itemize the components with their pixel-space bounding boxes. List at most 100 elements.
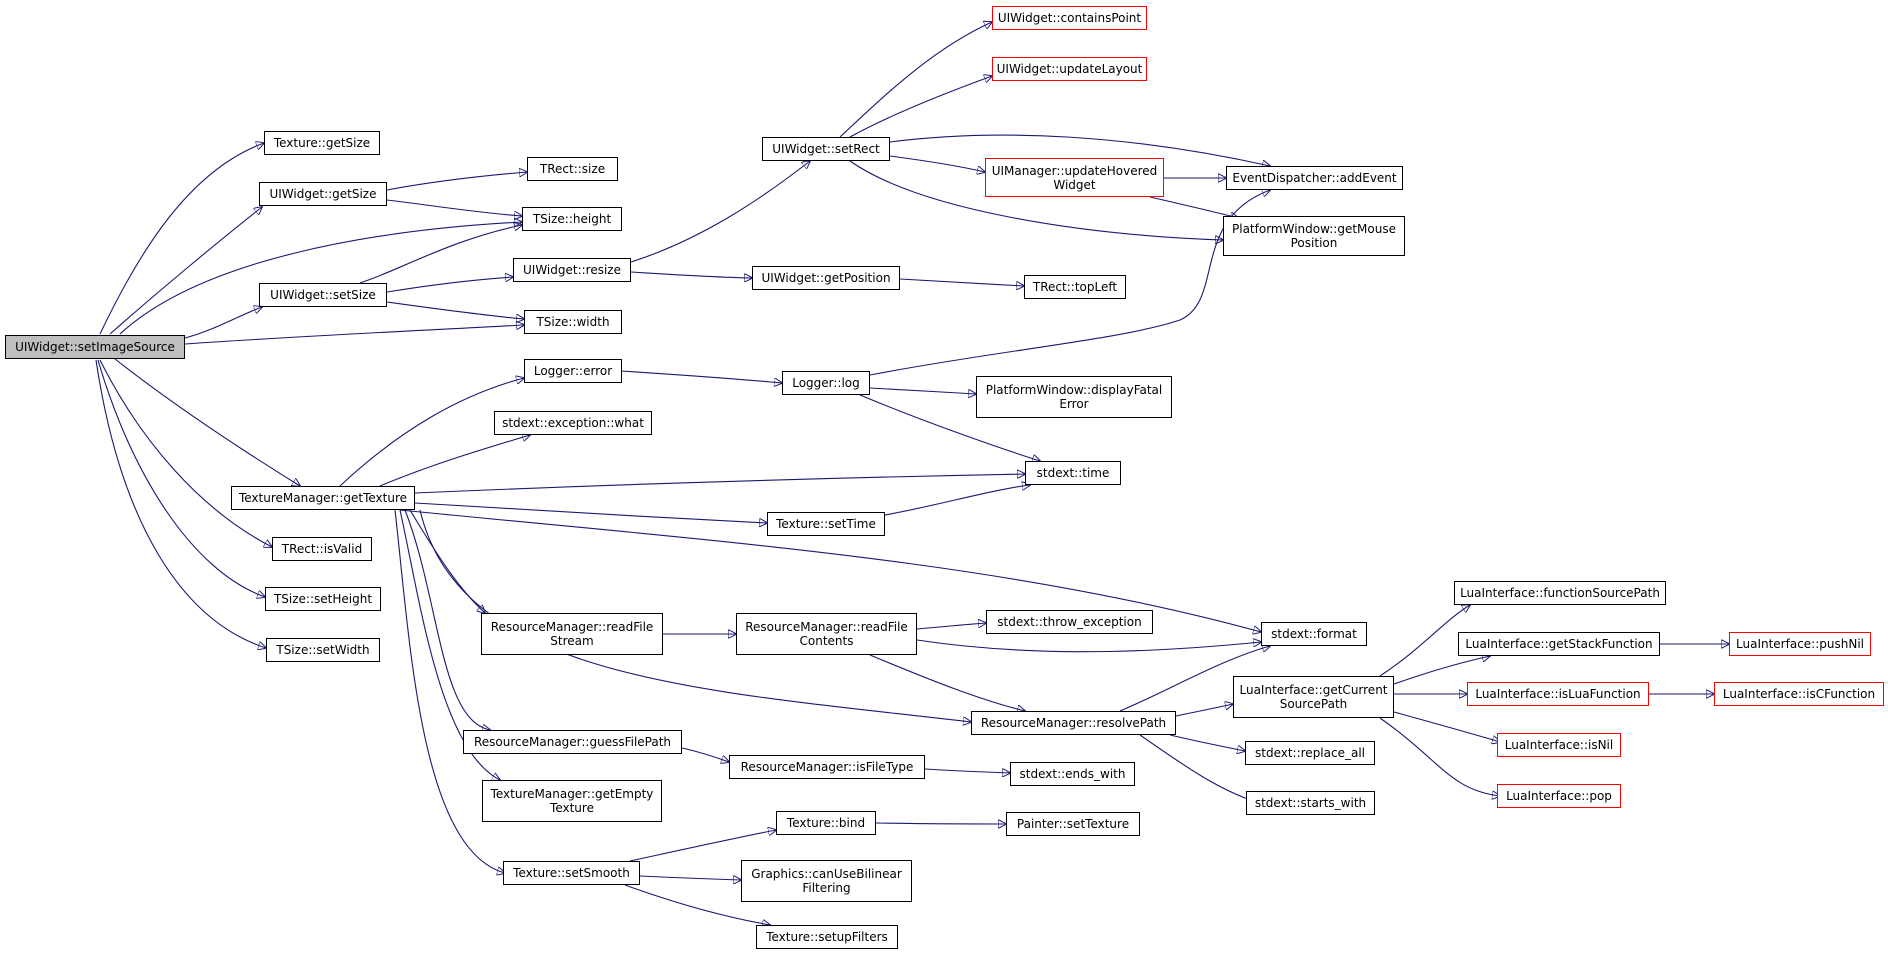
- node-setImageSource: UIWidget::setImageSource: [5, 335, 185, 359]
- node-setRect[interactable]: UIWidget::setRect: [762, 137, 890, 161]
- node-readFileStream[interactable]: ResourceManager::readFile Stream: [481, 613, 663, 655]
- node-textureBind[interactable]: Texture::bind: [776, 811, 876, 835]
- node-endsWith[interactable]: stdext::ends_with: [1010, 762, 1135, 786]
- edge-widgetSetSize-tsizeWidth: [386, 301, 524, 319]
- edge-getTexture-stdextTime: [414, 474, 1025, 494]
- node-getMousePosition[interactable]: PlatformWindow::getMouse Position: [1223, 216, 1405, 256]
- edge-getTexture-exceptionWhat: [379, 435, 530, 487]
- node-replaceAll[interactable]: stdext::replace_all: [1245, 741, 1375, 765]
- edge-resolvePath-startsWith: [1139, 734, 1256, 802]
- edge-getCurrentSourcePath-isNil: [1393, 711, 1500, 742]
- edge-loggerLog-addEvent: [869, 190, 1270, 376]
- edge-textureBind-setTexture: [875, 823, 1006, 824]
- node-updateHovered[interactable]: UIManager::updateHovered Widget: [985, 158, 1164, 197]
- node-startsWith[interactable]: stdext::starts_with: [1246, 791, 1375, 815]
- node-isLuaFunction[interactable]: LuaInterface::isLuaFunction: [1467, 682, 1649, 706]
- edge-getTexture-textureSetTime: [414, 502, 767, 523]
- node-exceptionWhat[interactable]: stdext::exception::what: [494, 411, 652, 435]
- edge-loggerError-loggerLog: [621, 370, 782, 383]
- edge-widgetResize-getPosition: [630, 271, 752, 278]
- node-tsizeHeight[interactable]: TSize::height: [522, 207, 622, 231]
- node-tsizeSetHeight[interactable]: TSize::setHeight: [265, 587, 381, 611]
- edge-setSmooth-canUseBilinear: [639, 876, 741, 880]
- node-isFileType[interactable]: ResourceManager::isFileType: [729, 755, 925, 779]
- edge-setImageSource-widgetSetSize: [184, 307, 262, 339]
- edge-widgetSetSize-tsizeHeight: [359, 225, 522, 284]
- edge-setImageSource-getTexture: [114, 358, 300, 486]
- edge-isFileType-endsWith: [924, 769, 1010, 773]
- edge-setSmooth-setupFilters: [624, 884, 770, 925]
- node-containsPoint[interactable]: UIWidget::containsPoint: [992, 6, 1147, 30]
- edge-setImageSource-tsizeHeight: [119, 222, 522, 335]
- edge-setImageSource-widgetGetSize: [109, 207, 262, 335]
- edge-getTexture-loggerError: [339, 378, 524, 487]
- edge-widgetGetSize-trectSize: [386, 172, 527, 191]
- node-getStackFunction[interactable]: LuaInterface::getStackFunction: [1458, 632, 1660, 656]
- edge-setImageSource-tsizeWidth: [184, 325, 524, 345]
- edge-getTexture-stdextFormat: [399, 509, 1261, 632]
- node-stdextTime[interactable]: stdext::time: [1025, 461, 1121, 485]
- node-getEmptyTexture[interactable]: TextureManager::getEmpty Texture: [482, 780, 662, 822]
- node-tsizeSetWidth[interactable]: TSize::setWidth: [266, 638, 380, 662]
- edge-setImageSource-textureGetSize: [99, 143, 264, 335]
- node-resolvePath[interactable]: ResourceManager::resolvePath: [971, 711, 1176, 735]
- node-pushNil[interactable]: LuaInterface::pushNil: [1729, 632, 1871, 656]
- node-addEvent[interactable]: EventDispatcher::addEvent: [1226, 166, 1403, 190]
- edge-readFileContents-stdextFormat: [916, 640, 1261, 653]
- edge-getCurrentSourcePath-getStackFunction: [1393, 656, 1490, 685]
- edge-readFileContents-throwException: [916, 623, 986, 630]
- node-widgetGetSize[interactable]: UIWidget::getSize: [259, 182, 387, 206]
- edge-setRect-containsPoint: [839, 22, 992, 138]
- edge-loggerLog-stdextTime: [859, 394, 1040, 461]
- edge-setImageSource-tsizeSetHeight: [97, 359, 265, 597]
- node-displayFatalError[interactable]: PlatformWindow::displayFatal Error: [976, 376, 1172, 418]
- edge-resolvePath-replaceAll: [1169, 734, 1245, 751]
- node-stdextFormat[interactable]: stdext::format: [1261, 622, 1367, 646]
- node-textureSetTime[interactable]: Texture::setTime: [767, 512, 885, 536]
- node-luaPop[interactable]: LuaInterface::pop: [1497, 784, 1621, 808]
- edge-setSmooth-textureBind: [629, 830, 776, 862]
- node-loggerError[interactable]: Logger::error: [524, 359, 622, 383]
- node-getPosition[interactable]: UIWidget::getPosition: [752, 266, 900, 290]
- node-canUseBilinear[interactable]: Graphics::canUseBilinear Filtering: [741, 860, 912, 902]
- node-widgetResize[interactable]: UIWidget::resize: [513, 258, 631, 282]
- edge-updateHovered-getMousePosition: [1149, 196, 1238, 218]
- node-guessFilePath[interactable]: ResourceManager::guessFilePath: [463, 730, 682, 754]
- node-setupFilters[interactable]: Texture::setupFilters: [756, 925, 898, 949]
- edge-setRect-addEvent: [889, 134, 1270, 166]
- node-loggerLog[interactable]: Logger::log: [782, 371, 870, 395]
- edge-setImageSource-tsizeSetWidth: [95, 359, 266, 648]
- node-trectSize[interactable]: TRect::size: [527, 157, 618, 181]
- edge-guessFilePath-isFileType: [681, 747, 729, 762]
- node-getTexture[interactable]: TextureManager::getTexture: [231, 486, 415, 510]
- node-updateLayout[interactable]: UIWidget::updateLayout: [992, 57, 1147, 81]
- edge-widgetGetSize-tsizeHeight: [386, 199, 522, 216]
- edge-setRect-getMousePosition: [849, 160, 1223, 240]
- edge-widgetSetSize-widgetResize: [386, 277, 513, 293]
- edge-getTexture-getEmptyTexture: [399, 509, 500, 780]
- edge-getPosition-topLeft: [899, 278, 1024, 286]
- edge-getCurrentSourcePath-functionSourcePath: [1379, 605, 1470, 677]
- node-textureGetSize[interactable]: Texture::getSize: [264, 131, 380, 155]
- node-getCurrentSourcePath[interactable]: LuaInterface::getCurrent SourcePath: [1233, 676, 1394, 718]
- node-functionSourcePath[interactable]: LuaInterface::functionSourcePath: [1454, 581, 1666, 605]
- edge-textureSetTime-stdextTime: [884, 485, 1030, 516]
- node-isCFunction[interactable]: LuaInterface::isCFunction: [1714, 682, 1884, 706]
- edge-getTexture-setSmooth: [394, 509, 505, 873]
- edge-resolvePath-stdextFormat: [1119, 646, 1270, 712]
- node-setTexture[interactable]: Painter::setTexture: [1006, 812, 1140, 836]
- node-widgetSetSize[interactable]: UIWidget::setSize: [259, 283, 387, 307]
- node-setSmooth[interactable]: Texture::setSmooth: [503, 861, 640, 885]
- node-trectIsValid[interactable]: TRect::isValid: [272, 537, 372, 561]
- node-topLeft[interactable]: TRect::topLeft: [1024, 275, 1126, 299]
- node-throwException[interactable]: stdext::throw_exception: [986, 610, 1153, 634]
- node-isNil[interactable]: LuaInterface::isNil: [1497, 733, 1621, 757]
- node-readFileContents[interactable]: ResourceManager::readFile Contents: [736, 613, 917, 655]
- edge-getTexture-readFileStream: [409, 509, 485, 613]
- node-tsizeWidth[interactable]: TSize::width: [524, 310, 622, 334]
- edge-getTexture-resolvePath: [419, 509, 971, 722]
- edge-setImageSource-trectIsValid: [99, 359, 272, 547]
- edge-readFileContents-resolvePath: [869, 654, 1025, 711]
- edge-setRect-updateHovered: [889, 155, 985, 172]
